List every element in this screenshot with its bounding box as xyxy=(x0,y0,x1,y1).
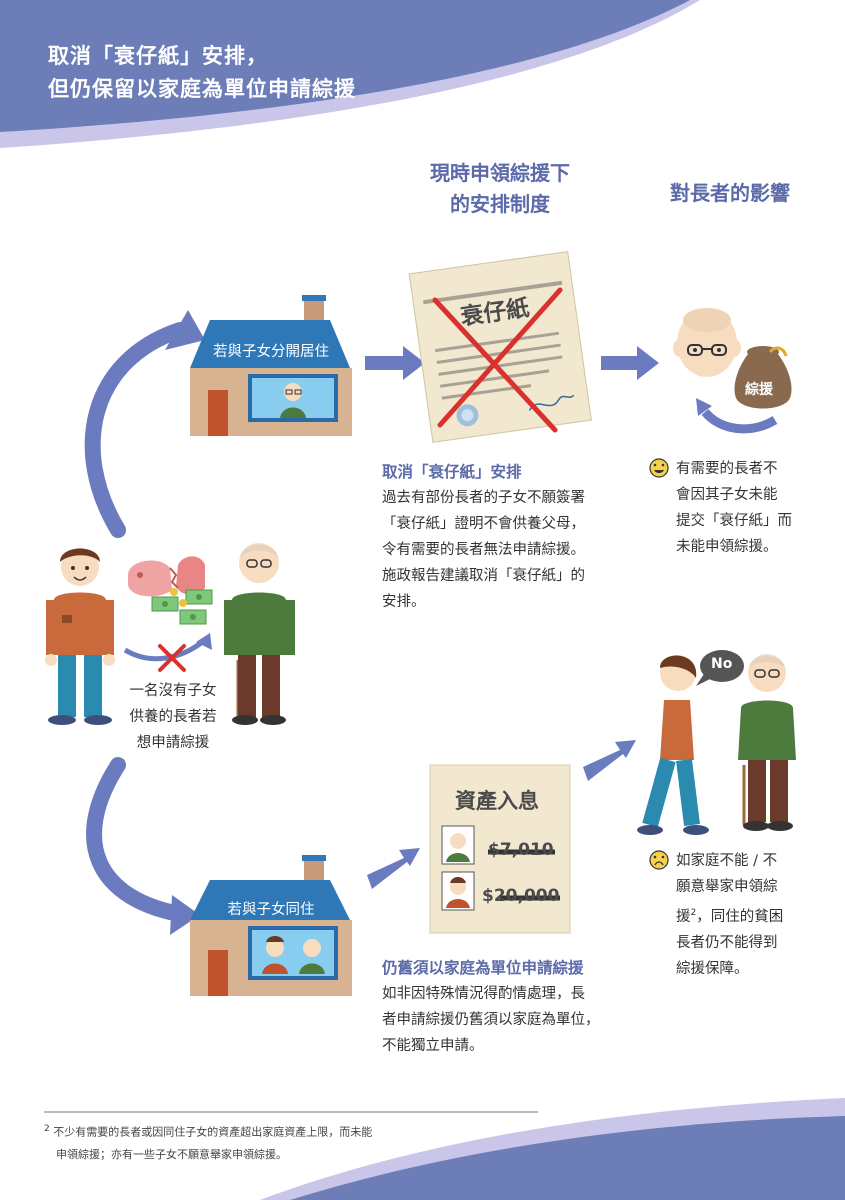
money-bag-label: 綜援 xyxy=(745,382,773,398)
description-line: 如非因特殊情況得酌情處理，長 xyxy=(382,986,585,1002)
page-title-line-1: 取消「衰仔紙」安排， xyxy=(48,44,268,68)
amount-elderly: $7,010 xyxy=(488,840,554,860)
document-crossed-icon xyxy=(408,251,592,443)
caption-line: 想申請綜援 xyxy=(136,735,210,751)
elderly-man-figure xyxy=(224,543,295,725)
asset-income-document-icon xyxy=(429,764,571,934)
arrow-right-icon xyxy=(601,346,659,380)
impact-line: 長者仍不能得到 xyxy=(676,934,778,951)
support-arrow-crossed-icon xyxy=(123,633,212,672)
cash-icon xyxy=(151,588,213,625)
column-heading-line-2: 的安排制度 xyxy=(450,192,550,216)
curved-return-arrow-icon xyxy=(696,398,778,434)
curved-arrow-up-icon xyxy=(84,310,205,538)
curved-arrow-down-icon xyxy=(86,757,200,935)
description-line: 施政報告建議取消「衰仔紙」的 xyxy=(382,568,585,584)
speech-bubble-text: No xyxy=(711,656,733,672)
impact-negative: 如家庭不能 / 不 願意舉家申領綜 援2，同住的貧困 長者仍不能得到 綜援保障。 xyxy=(676,848,783,982)
arrow-right-icon xyxy=(365,346,425,380)
description-line: 不能獨立申請。 xyxy=(382,1038,484,1054)
broken-piggy-bank-icon xyxy=(128,556,205,597)
arrow-diagonal-icon xyxy=(583,740,636,781)
impact-line: 有需要的長者不 xyxy=(676,461,778,477)
footer-band xyxy=(260,1098,845,1200)
impact-line: 願意舉家申領綜 xyxy=(676,879,778,895)
money-bag-icon xyxy=(734,346,792,409)
asset-paper-title: 資產入息 xyxy=(455,789,539,813)
description-cancel: 過去有部份長者的子女不願簽署 「衰仔紙」證明不會供養父母， 令有需要的長者無法申… xyxy=(382,485,585,615)
description-line: 過去有部份長者的子女不願簽署 xyxy=(382,490,585,506)
page-title: 取消「衰仔紙」安排， 但仍保留以家庭為單位申請綜援 xyxy=(48,40,356,106)
impact-positive: 有需要的長者不 會因其子女未能 提交「衰仔紙」而 未能申領綜援。 xyxy=(676,456,792,560)
footnote-number: 2 xyxy=(44,1124,50,1134)
house-separate-icon xyxy=(190,295,352,436)
caption-line: 供養的長者若 xyxy=(129,709,217,725)
description-family-unit: 如非因特殊情況得酌情處理，長 者申請綜援仍舊須以家庭為單位， 不能獨立申請。 xyxy=(382,981,600,1059)
description-line: 者申請綜援仍舊須以家庭為單位， xyxy=(382,1012,600,1028)
impact-line: 如家庭不能 / 不 xyxy=(676,853,778,869)
house-together-icon xyxy=(190,855,352,996)
elderly-face-icon xyxy=(673,308,741,377)
impact-text: 援 xyxy=(676,908,691,925)
footnote-line: 2 不少有需要的長者或因同住子女的資產超出家庭資產上限，而未能 xyxy=(44,1118,372,1144)
section-title-family-unit: 仍舊須以家庭為單位申請綜援 xyxy=(382,959,584,977)
impact-line: 未能申領綜援。 xyxy=(676,539,778,555)
impact-line: 援2，同住的貧困 xyxy=(676,900,783,930)
footnote-text: 不少有需要的長者或因同住子女的資產超出家庭資產上限，而未能 xyxy=(53,1125,373,1139)
elderly-man-figure xyxy=(738,654,796,831)
amount-child: $20,000 xyxy=(482,886,560,906)
page-title-line-2: 但仍保留以家庭為單位申請綜援 xyxy=(48,77,356,101)
impact-line: 提交「衰仔紙」而 xyxy=(676,513,792,529)
impact-text: ，同住的貧困 xyxy=(696,908,784,925)
footnote-reference: 2 xyxy=(690,908,697,918)
arrow-diagonal-icon xyxy=(367,848,420,889)
description-line: 「衰仔紙」證明不會供養父母， xyxy=(382,516,585,532)
column-heading-line-1: 現時申領綜援下 xyxy=(430,161,570,185)
house-label-together: 若與子女同住 xyxy=(227,902,315,918)
description-line: 令有需要的長者無法申請綜援。 xyxy=(382,542,585,558)
left-scenario-caption: 一名沒有子女 供養的長者若 想申請綜援 xyxy=(120,678,226,756)
frowning-face-icon xyxy=(649,850,669,870)
description-line: 安排。 xyxy=(382,594,426,610)
section-title-cancel: 取消「衰仔紙」安排 xyxy=(382,463,522,481)
smiling-face-icon xyxy=(649,458,669,478)
speech-bubble-icon xyxy=(696,650,744,686)
column-heading-impact: 對長者的影響 xyxy=(670,181,790,205)
young-man-figure xyxy=(45,548,115,725)
impact-line: 綜援保障。 xyxy=(676,960,749,977)
impact-line: 會因其子女未能 xyxy=(676,487,778,503)
footnote: 2 不少有需要的長者或因同住子女的資產超出家庭資產上限，而未能 申領綜援；亦有一… xyxy=(44,1118,372,1166)
house-label-separate: 若與子女分開居住 xyxy=(213,344,329,360)
column-heading-current-arrangement: 現時申領綜援下 的安排制度 xyxy=(395,158,605,220)
footnote-line: 申領綜援；亦有一些子女不願意舉家申領綜援。 xyxy=(56,1147,287,1161)
header-band xyxy=(0,0,700,148)
young-person-walking-figure xyxy=(637,655,709,835)
caption-line: 一名沒有子女 xyxy=(129,683,217,699)
